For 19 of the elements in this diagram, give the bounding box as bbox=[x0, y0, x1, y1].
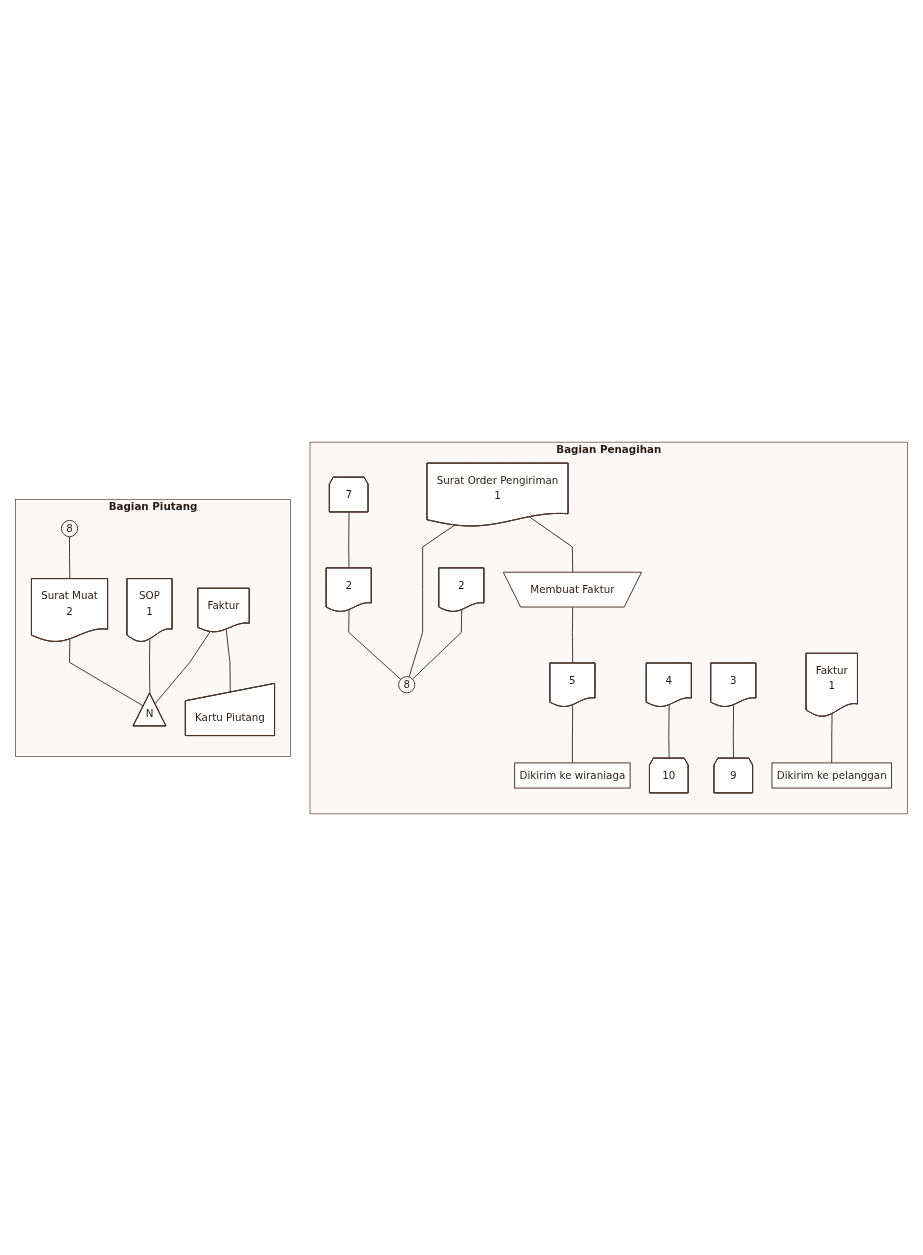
node-circle: 8 bbox=[60, 519, 79, 537]
connector bbox=[348, 608, 402, 680]
node-box: Dikirim ke pelanggan bbox=[771, 761, 892, 789]
connector bbox=[668, 704, 670, 759]
connector bbox=[408, 524, 455, 677]
connector bbox=[571, 704, 574, 763]
connector bbox=[732, 704, 735, 759]
node-box: Dikirim ke wiraniaga bbox=[514, 761, 631, 789]
connector bbox=[571, 606, 574, 664]
connector bbox=[529, 516, 574, 573]
connector bbox=[225, 628, 231, 693]
connector bbox=[348, 511, 350, 569]
connector bbox=[69, 638, 144, 707]
connector bbox=[831, 712, 833, 763]
connector bbox=[149, 638, 151, 694]
node-circle: 8 bbox=[398, 675, 416, 693]
connector bbox=[154, 630, 211, 704]
connector bbox=[412, 608, 463, 680]
connector bbox=[69, 535, 71, 579]
